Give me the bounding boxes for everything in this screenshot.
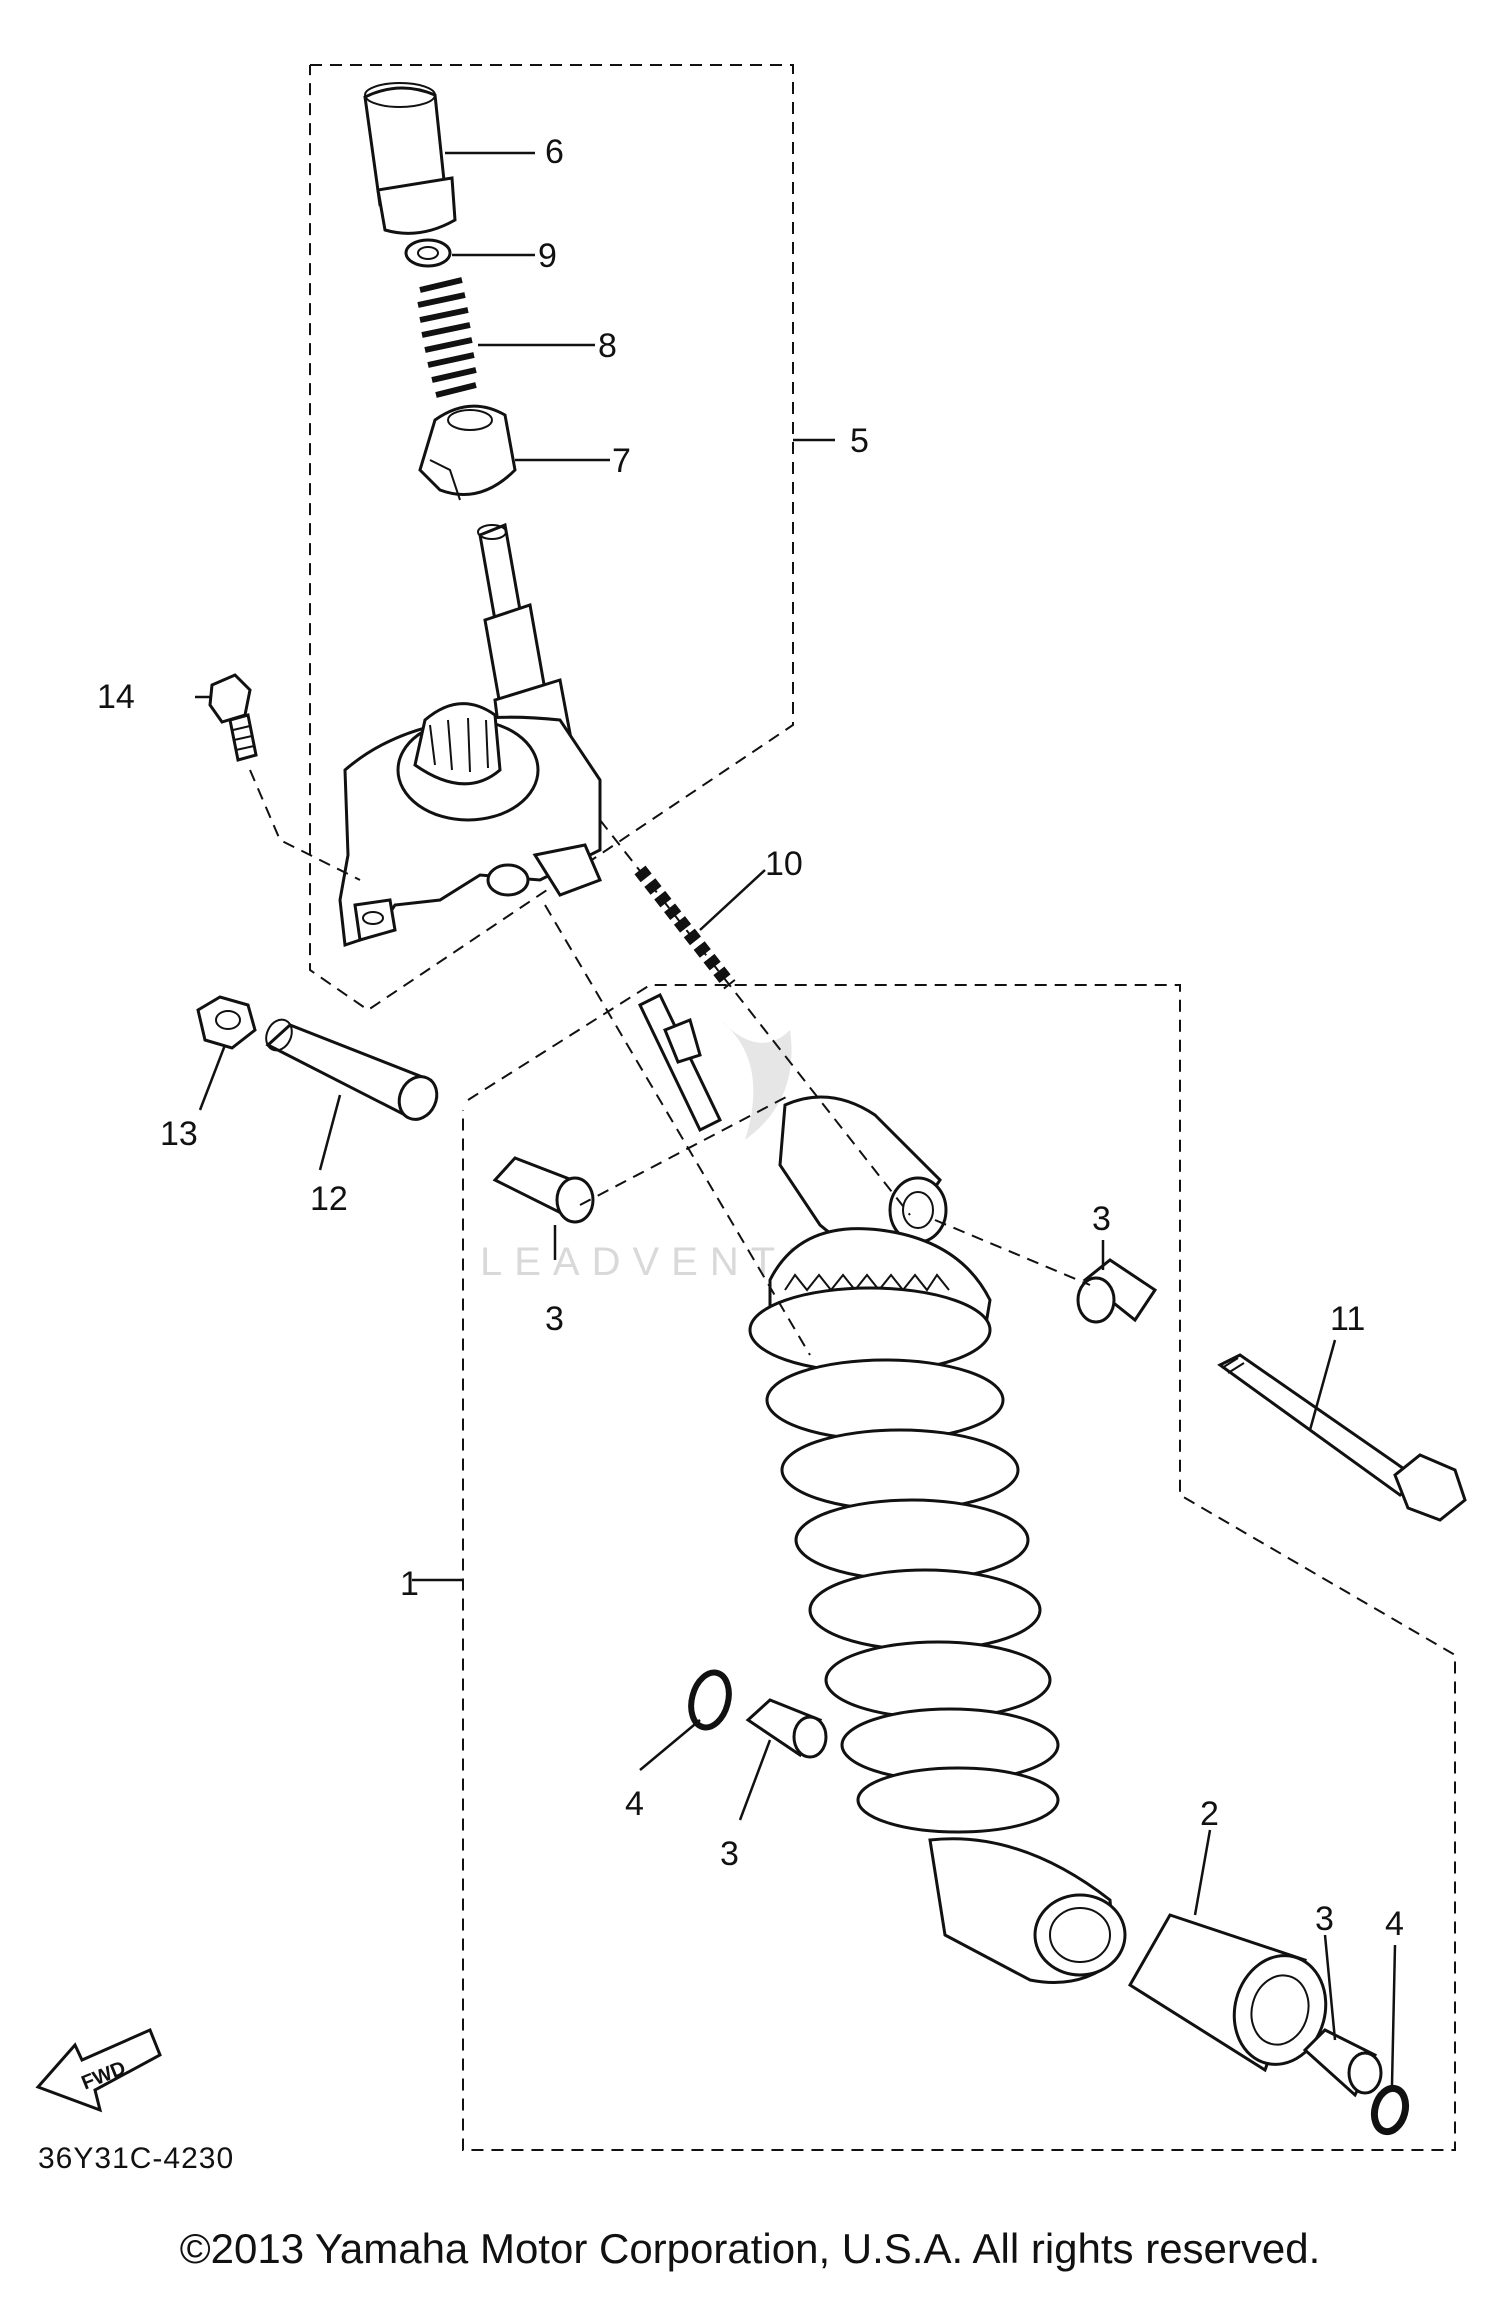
fwd-arrow: FWD [35, 2028, 162, 2113]
small-spring [417, 277, 477, 398]
ring-4-lower-right [1370, 2084, 1410, 2136]
callout-3: 3 [1315, 1900, 1334, 1938]
callout-12: 12 [310, 1180, 348, 1218]
callout-4: 4 [625, 1785, 644, 1823]
callout-3: 3 [1092, 1200, 1111, 1238]
callout-3: 3 [720, 1835, 739, 1873]
bolt-small [208, 673, 258, 762]
leader-lines [195, 151, 1397, 2086]
callout-1: 1 [400, 1565, 419, 1603]
callout-3: 3 [545, 1300, 564, 1338]
alignment-lines [249, 769, 1091, 1356]
adjuster-cap [363, 82, 457, 235]
callout-4: 4 [1385, 1905, 1404, 1943]
assembly-5-boundary [309, 64, 794, 1012]
washer [404, 238, 452, 268]
damping-adjuster-body [338, 702, 602, 948]
flange-nut [196, 995, 257, 1050]
collar-3-upper-right [1076, 1258, 1158, 1324]
callout-6: 6 [545, 133, 564, 171]
callout-13: 13 [160, 1115, 198, 1153]
callout-11: 11 [1330, 1300, 1365, 1338]
through-bolt [1217, 1353, 1467, 1522]
callout-9: 9 [538, 237, 557, 275]
callout-5: 5 [850, 422, 869, 460]
adjuster-knob [418, 404, 517, 501]
callout-2: 2 [1200, 1795, 1219, 1833]
ring-4-middle [688, 1669, 732, 1731]
callout-7: 7 [612, 442, 631, 480]
rear-shock-absorber [638, 992, 1127, 1984]
copyright-notice: ©2013 Yamaha Motor Corporation, U.S.A. A… [179, 2225, 1321, 2272]
diagram-code: 36Y31C-4230 [38, 2142, 234, 2175]
collar-3-upper-left [492, 1156, 595, 1224]
callout-8: 8 [598, 327, 617, 365]
assembly-1-boundary [462, 984, 1456, 2151]
collar-3-lower-right [1302, 2028, 1383, 2098]
collar-sleeve [265, 1018, 439, 1121]
callout-14: 14 [97, 678, 135, 716]
collar-3-middle [745, 1698, 828, 1759]
lower-bushing [1127, 1913, 1328, 2073]
callouts: 1 2 3 3 3 3 3 4 4 5 6 7 8 9 10 11 12 13 … [97, 133, 1404, 1943]
callout-10: 10 [765, 845, 803, 883]
